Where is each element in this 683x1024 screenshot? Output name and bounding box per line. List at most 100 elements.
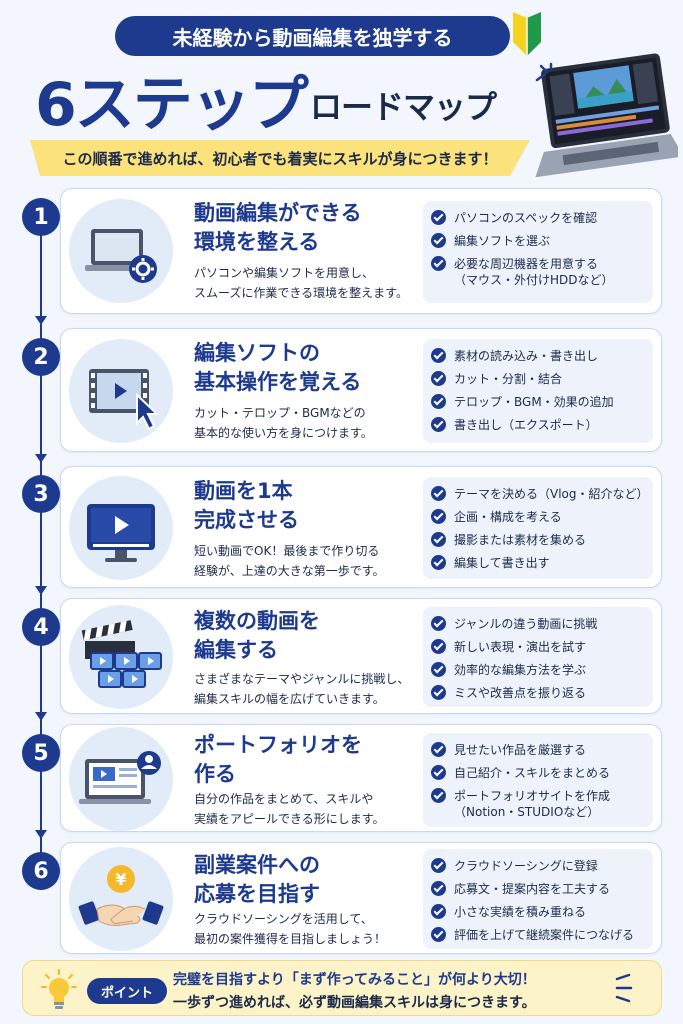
step-title: 編集ソフトの 基本操作を覚える <box>194 341 362 394</box>
checklist-item: 書き出し（エクスポート） <box>431 417 645 433</box>
checklist-item: 必要な周辺機器を用意する （マウス・外付けHDDなど） <box>431 256 645 288</box>
step-number: 5 <box>22 734 60 772</box>
film-cursor-icon <box>69 339 173 443</box>
step-number: 2 <box>22 338 60 376</box>
timeline-arrow <box>35 316 47 325</box>
banner-text: 未経験から動画編集を独学する <box>172 25 453 50</box>
checklist-item: テーマを決める（Vlog・紹介など） <box>431 486 649 502</box>
timeline-line <box>40 218 42 858</box>
checklist: テーマを決める（Vlog・紹介など） 企画・構成を考える 撮影または素材を集める… <box>423 477 653 579</box>
checklist-item: 素材の読み込み・書き出し <box>431 348 645 364</box>
timeline-arrow <box>35 830 47 839</box>
step-card: 動画編集ができる 環境を整える パソコンや編集ソフトを用意し、 スムーズに作業で… <box>60 188 662 314</box>
step-description: さまざまなテーマやジャンルに挑戦し、 編集スキルの幅を広げていきます。 <box>194 672 410 706</box>
timeline-arrow <box>35 454 47 463</box>
check-icon <box>431 371 446 386</box>
check-icon <box>431 858 446 873</box>
checklist-item: パソコンのスペックを確認 <box>431 210 645 226</box>
step-card: ポートフォリオを 作る 自分の作品をまとめて、スキルや 実績をアピールできる形に… <box>60 724 662 832</box>
checklist-item: 評価を上げて継続案件につなげる <box>431 927 645 943</box>
tip-label: ポイント <box>87 978 167 1004</box>
checklist: 見せたい作品を厳選する 自己紹介・スキルをまとめる ポートフォリオサイトを作成 … <box>423 733 653 827</box>
step-card: 動画を1本 完成させる 短い動画でOK！最後まで作り切る 経験が、上達の大きな第… <box>60 466 662 588</box>
step-title: 動画編集ができる 環境を整える <box>194 201 362 254</box>
checklist-item: 編集ソフトを選ぶ <box>431 233 645 249</box>
sparkle-icon <box>535 62 553 82</box>
checklist-item: ジャンルの違う動画に挑戦 <box>431 616 645 632</box>
checklist: パソコンのスペックを確認 編集ソフトを選ぶ 必要な周辺機器を用意する （マウス・… <box>423 201 653 303</box>
check-icon <box>431 233 446 248</box>
checklist-item: テロップ・BGM・効果の追加 <box>431 394 645 410</box>
timeline-arrow <box>35 586 47 595</box>
step-description: 短い動画でOK！最後まで作り切る 経験が、上達の大きな第一歩です。 <box>194 544 385 578</box>
tip-text-secondary: 一歩ずつ進めれば、必ず動画編集スキルは身につきます。 <box>173 995 536 1011</box>
check-icon <box>431 256 446 271</box>
step-description: カット・テロップ・BGMなどの 基本的な使い方を身につけます。 <box>194 406 373 440</box>
top-banner: 未経験から動画編集を独学する <box>115 16 510 56</box>
step-title: 動画を1本 完成させる <box>194 479 299 532</box>
subtitle-band: この順番で進めれば、初心者でも着実にスキルが身につきます！ <box>30 140 530 176</box>
checklist-item: 編集して書き出す <box>431 555 645 571</box>
handshake-yen-icon: ¥ <box>69 847 173 951</box>
check-icon <box>431 555 446 570</box>
sparkle-icon <box>615 973 633 1003</box>
step-title: 副業案件への 応募を目指す <box>194 853 320 906</box>
checklist-item: カット・分割・結合 <box>431 371 645 387</box>
check-icon <box>431 881 446 896</box>
step-description: クラウドソーシングを活用して、 最初の案件獲得を目指しましょう！ <box>194 912 387 946</box>
check-icon <box>431 742 446 757</box>
step-number: 3 <box>22 475 60 513</box>
laptop-gear-icon <box>69 199 173 303</box>
check-icon <box>431 210 446 225</box>
step-title: ポートフォリオを 作る <box>194 733 362 786</box>
check-icon <box>431 394 446 409</box>
check-icon <box>431 616 446 631</box>
check-icon <box>431 788 446 803</box>
portfolio-laptop-icon <box>69 727 173 831</box>
check-icon <box>431 509 446 524</box>
step-number: 1 <box>22 198 60 236</box>
step-number: 4 <box>22 608 60 646</box>
title-sub: ロードマップ <box>310 88 497 126</box>
checklist-item: 新しい表現・演出を試す <box>431 639 645 655</box>
clapperboard-icon <box>69 605 173 709</box>
checklist-item: ポートフォリオサイトを作成 （Notion・STUDIOなど） <box>431 788 645 820</box>
monitor-play-icon <box>69 476 173 580</box>
check-icon <box>431 765 446 780</box>
step-card: ¥ 副業案件への 応募を目指す クラウドソーシングを活用して、 最初の案件獲得を… <box>60 842 662 954</box>
check-icon <box>431 662 446 677</box>
checklist-item: 企画・構成を考える <box>431 509 645 525</box>
checklist-item: 小さな実績を積み重ねる <box>431 904 645 920</box>
subtitle-text: この順番で進めれば、初心者でも着実にスキルが身につきます！ <box>62 149 498 168</box>
step-title: 複数の動画を 編集する <box>194 609 320 662</box>
check-icon <box>431 417 446 432</box>
check-icon <box>431 685 446 700</box>
checklist: ジャンルの違う動画に挑戦 新しい表現・演出を試す 効率的な編集方法を学ぶ ミスや… <box>423 607 653 707</box>
checklist-item: ミスや改善点を振り返る <box>431 685 645 701</box>
step-description: パソコンや編集ソフトを用意し、 スムーズに作業できる環境を整えます。 <box>194 266 408 300</box>
check-icon <box>431 486 446 501</box>
step-description: 自分の作品をまとめて、スキルや 実績をアピールできる形にします。 <box>194 792 385 826</box>
tip-box: ポイント 完璧を目指すより「まず作ってみること」が何より大切！ 一歩ずつ進めれば… <box>22 960 662 1016</box>
check-icon <box>431 348 446 363</box>
check-icon <box>431 927 446 942</box>
checklist-item: クラウドソーシングに登録 <box>431 858 645 874</box>
check-icon <box>431 904 446 919</box>
check-icon <box>431 639 446 654</box>
beginner-mark-icon <box>513 12 541 56</box>
timeline-arrow <box>35 712 47 721</box>
lightbulb-icon <box>41 969 77 1009</box>
title-main: 6ステップ <box>35 70 309 140</box>
tip-text-primary: 完璧を目指すより「まず作ってみること」が何より大切！ <box>173 972 536 988</box>
step-number: 6 <box>22 852 60 890</box>
laptop-video-editor-icon <box>535 53 678 178</box>
checklist-item: 自己紹介・スキルをまとめる <box>431 765 645 781</box>
checklist: 素材の読み込み・書き出し カット・分割・結合 テロップ・BGM・効果の追加 書き… <box>423 339 653 443</box>
step-card: 複数の動画を 編集する さまざまなテーマやジャンルに挑戦し、 編集スキルの幅を広… <box>60 598 662 714</box>
step-card: 編集ソフトの 基本操作を覚える カット・テロップ・BGMなどの 基本的な使い方を… <box>60 328 662 452</box>
check-icon <box>431 532 446 547</box>
checklist-item: 撮影または素材を集める <box>431 532 645 548</box>
checklist: クラウドソーシングに登録 応募文・提案内容を工夫する 小さな実績を積み重ねる 評… <box>423 849 653 949</box>
checklist-item: 見せたい作品を厳選する <box>431 742 645 758</box>
checklist-item: 効率的な編集方法を学ぶ <box>431 662 645 678</box>
